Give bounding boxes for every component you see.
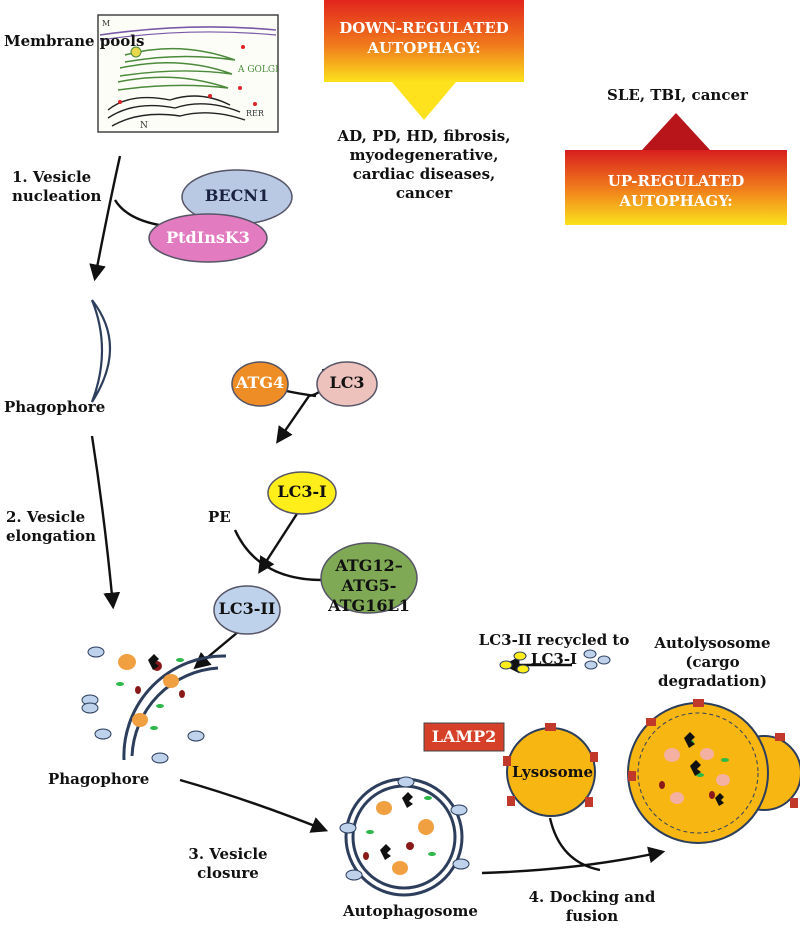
down-regulated-conditions: AD, PD, HD, fibrosis, myodegenerative, c… bbox=[337, 127, 511, 202]
membrane-sketch bbox=[97, 14, 279, 133]
phagophore-label-1: Phagophore bbox=[4, 398, 106, 416]
step-vesicle-nucleation: 1. Vesicle nucleation bbox=[12, 168, 102, 205]
sketch-label-n: N bbox=[140, 121, 148, 131]
atg4-label: ATG4 bbox=[235, 373, 285, 392]
membrane-pools-label: Membrane pools bbox=[4, 32, 145, 50]
autolysosome-label: Autolysosome (cargo degradation) bbox=[654, 634, 771, 690]
recycled-lc3-dots bbox=[499, 649, 611, 674]
up-regulated-conditions: SLE, TBI, cancer bbox=[607, 86, 748, 104]
sketch-label-rer: RER bbox=[246, 109, 265, 118]
pe-label: PE bbox=[208, 508, 231, 526]
ptdinsk3-label: PtdInsK3 bbox=[166, 228, 250, 247]
up-regulated-banner-shape bbox=[565, 113, 787, 225]
arrow-lc3ii-to-phagophore bbox=[193, 631, 239, 670]
lc3-i-label: LC3-I bbox=[277, 482, 327, 501]
arrow-nucleation bbox=[89, 155, 122, 282]
step-docking-fusion: 4. Docking and fusion bbox=[528, 888, 656, 925]
lc3-node bbox=[316, 361, 378, 407]
arrow-docking bbox=[481, 846, 666, 875]
phagophore-with-cargo bbox=[81, 646, 227, 764]
lysosome-shape bbox=[503, 723, 598, 817]
lysosome-label: Lysosome bbox=[512, 763, 594, 781]
lc3-i-node bbox=[267, 471, 337, 515]
phagophore-label-2: Phagophore bbox=[48, 770, 150, 788]
step-vesicle-elongation: 2. Vesicle elongation bbox=[6, 508, 96, 545]
atg12-complex-node bbox=[320, 542, 418, 614]
lc3-label: LC3 bbox=[329, 373, 365, 392]
down-regulated-banner: DOWN-REGULATED AUTOPHAGY: bbox=[339, 19, 509, 57]
arrow-elongation bbox=[90, 435, 121, 610]
lysosome-branch bbox=[548, 817, 601, 872]
autophagosome-label: Autophagosome bbox=[343, 902, 478, 920]
autolysosome-shape bbox=[627, 699, 800, 844]
arrow-closure bbox=[179, 778, 329, 833]
pe-branch bbox=[233, 529, 323, 582]
lamp2-label: LAMP2 bbox=[431, 727, 497, 746]
atg4-node bbox=[231, 361, 289, 407]
lc3-recycled-label: LC3-II recycled to LC3-I bbox=[478, 631, 630, 668]
lamp2-box bbox=[423, 722, 505, 752]
down-regulated-banner-shape bbox=[324, 0, 524, 120]
becn1-label: BECN1 bbox=[204, 186, 270, 205]
atg12-complex-label: ATG12–ATG5-ATG16L1 bbox=[328, 556, 410, 615]
phagophore-crescent bbox=[90, 299, 111, 403]
up-regulated-banner: UP-REGULATED AUTOPHAGY: bbox=[607, 172, 745, 210]
ptdinsk3-node bbox=[148, 213, 268, 263]
lc3-ii-node bbox=[213, 585, 281, 635]
step-vesicle-closure: 3. Vesicle closure bbox=[188, 845, 268, 882]
autophagosome bbox=[339, 776, 470, 897]
sketch-label-golgi: A GOLGI bbox=[237, 65, 279, 75]
lc3-ii-label: LC3-II bbox=[218, 599, 276, 618]
arrow-lc3i-to-lc3ii bbox=[258, 505, 304, 574]
sketch-label-m: M bbox=[102, 19, 110, 28]
